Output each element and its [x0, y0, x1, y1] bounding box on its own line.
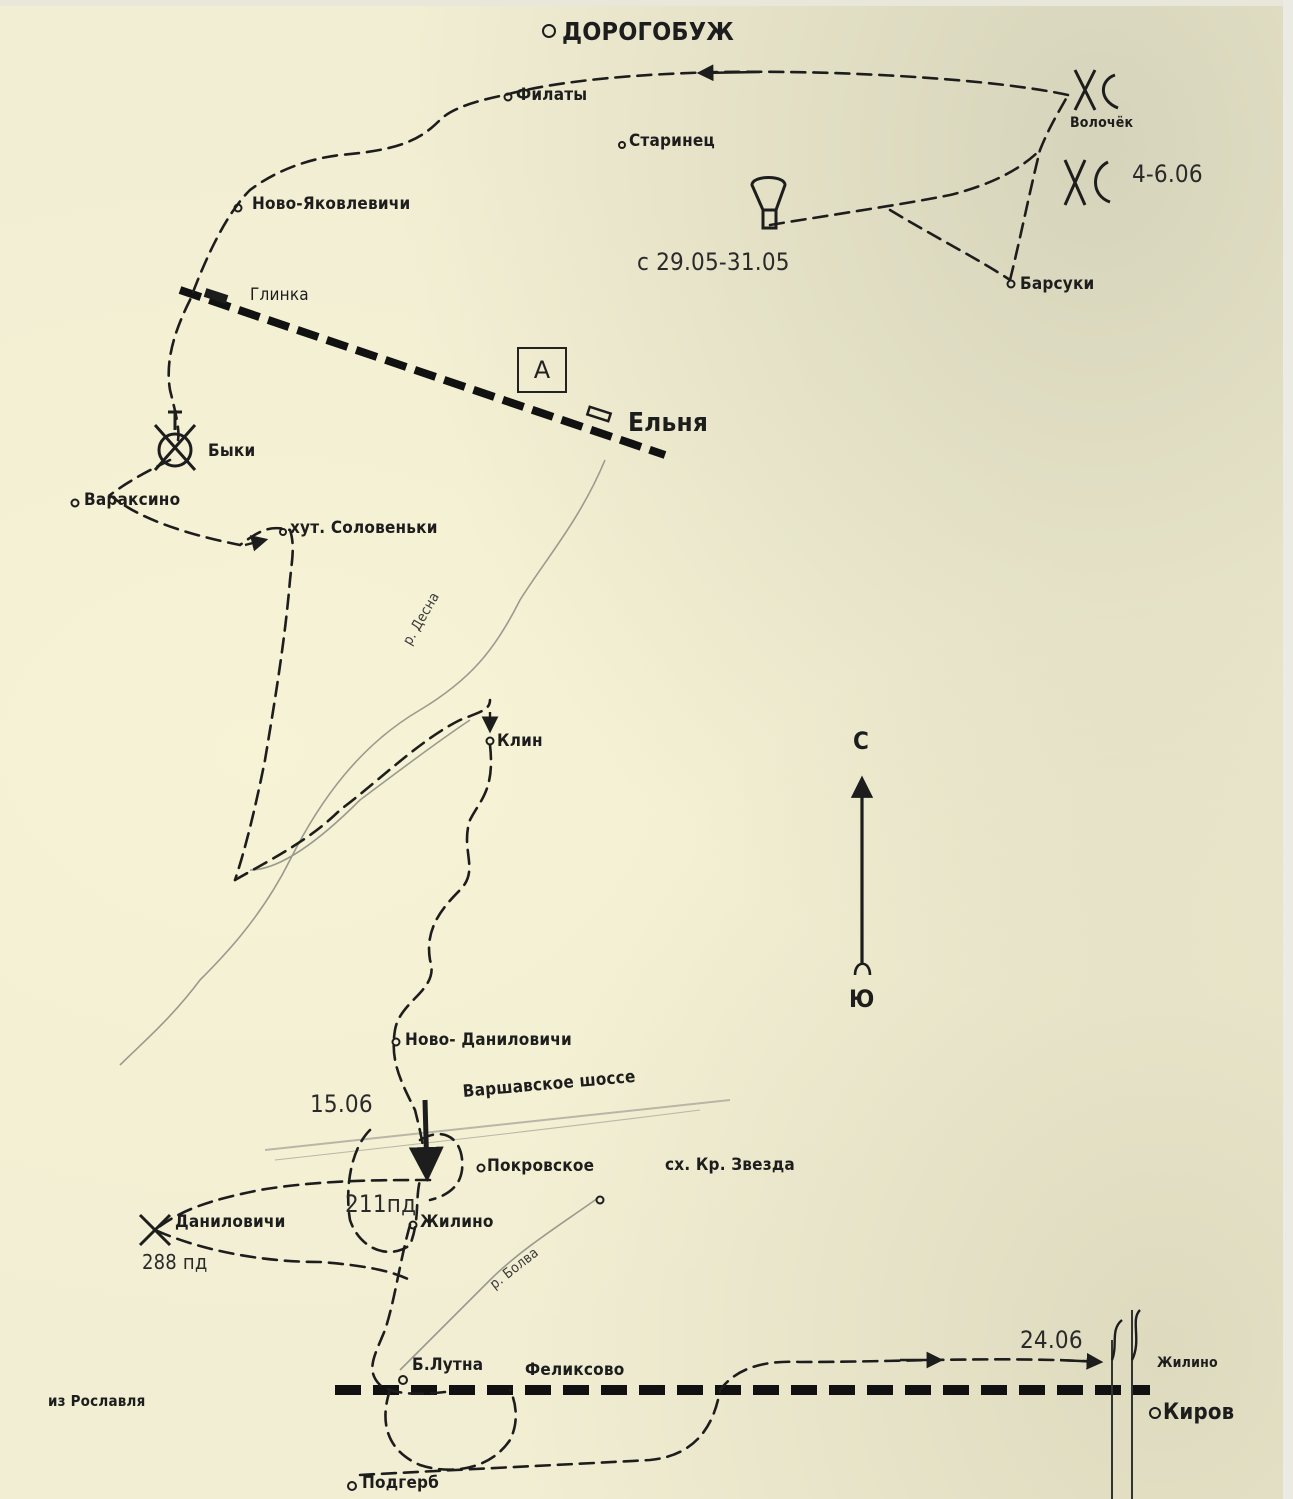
point-klin: [485, 736, 495, 746]
frame-right-edge: [1283, 0, 1293, 1499]
label-kirov: Киров: [1163, 1400, 1235, 1425]
label-zhilino: Жилино: [420, 1212, 494, 1232]
river-desna-loop: [249, 719, 471, 871]
label-podgerb: Подгерб: [362, 1473, 440, 1493]
label-feliksovo: Феликсово: [525, 1360, 625, 1380]
label-glinka: Глинка: [250, 285, 309, 305]
label-klin: Клин: [497, 731, 543, 751]
battle-danilovichi-icon: [138, 1213, 172, 1247]
label-starinets: Старинец: [629, 131, 715, 151]
river-desna-line: [119, 459, 606, 1066]
point-varaksino: [70, 498, 80, 508]
settlement-points: [70, 24, 1161, 1491]
battle-symbols: [138, 69, 1141, 1361]
label-compass-north: С: [853, 727, 870, 755]
station-glinka: [203, 288, 229, 304]
label-elnya: Ельня: [628, 408, 709, 438]
point-podgerb: [347, 1481, 357, 1491]
compass: [850, 775, 874, 976]
point-zhilino: [408, 1220, 418, 1230]
route-barsuki-volochek: [888, 208, 1012, 282]
route-podgerb-east: [358, 1358, 1102, 1477]
route-klin-south: [392, 743, 493, 1172]
arrow-filaty-west: [696, 64, 761, 82]
route-byki-solovenki: [107, 458, 295, 882]
point-kirov: [1149, 1407, 1161, 1419]
label-dorogobuzh: ДОРОГОБУЖ: [562, 17, 735, 46]
road-varshavskoe-2: [274, 1109, 701, 1161]
route-barsuki-north: [1008, 93, 1070, 282]
point-dorogobuzh: [542, 24, 556, 38]
station-marks: [203, 288, 613, 423]
point-filaty: [503, 92, 513, 102]
label-iz-roslavlya: из Рославля: [48, 1392, 146, 1410]
label-pokrovskoe: Покровское: [487, 1156, 595, 1176]
marker-box-a: А: [517, 347, 567, 393]
compass-tail: [853, 962, 872, 976]
label-novo-danilovichi: Ново- Даниловичи: [405, 1030, 572, 1050]
route-loop-klin: [233, 698, 492, 882]
label-danilovichi: Даниловичи: [175, 1212, 286, 1232]
route-lutna-loop: [384, 1388, 518, 1471]
label-date-24-06: 24.06: [1020, 1326, 1083, 1354]
point-novo-danilovichi: [391, 1037, 401, 1047]
route-zhilino-lutna: [371, 1223, 447, 1396]
routes: [107, 70, 1102, 1477]
battle-byki-icon: [153, 410, 197, 471]
route-arrows: [244, 64, 1104, 1370]
label-zhilino-east: Жилино: [1157, 1355, 1218, 1371]
label-novo-yakovlevichi: Ново-Яковлевичи: [252, 194, 411, 214]
label-288-division: 288 пд: [142, 1250, 208, 1274]
label-varaksino: Вараксино: [84, 490, 181, 510]
rivers: [119, 459, 606, 1371]
kirov-river-icon: [1110, 1309, 1141, 1361]
label-211-division: 211пд: [345, 1190, 417, 1218]
arrow-solovenki: [244, 535, 269, 552]
label-byki: Быки: [208, 441, 256, 461]
route-zhilino-danilovichi: [152, 1178, 432, 1282]
station-elnya: [585, 405, 613, 423]
balloon-icon: [750, 176, 787, 230]
point-b-lutna: [398, 1375, 408, 1385]
label-date-15-06: 15.06: [310, 1090, 373, 1118]
route-circle-211-b: [418, 1132, 464, 1202]
road-varshavskoe: [264, 1099, 731, 1151]
roads: [264, 1099, 731, 1161]
label-compass-south: Ю: [849, 985, 875, 1013]
arrow-kirov-east: [1059, 1352, 1104, 1370]
point-barsuki: [1006, 279, 1016, 289]
point-novo-yakovlevichi: [233, 203, 243, 213]
railway-glinka-elnya: [178, 286, 667, 459]
point-kr-zvezda: [595, 1195, 605, 1205]
point-solovenki: [279, 528, 287, 536]
label-volochek: Волочёк: [1070, 115, 1134, 131]
label-b-lutna: Б.Лутна: [412, 1355, 484, 1375]
arrow-1506-thick: [408, 1099, 444, 1182]
battle-volochek-bottom-icon: [1063, 159, 1111, 206]
label-date-4-6: 4-6.06: [1132, 160, 1203, 188]
route-balloon-volochek: [768, 148, 1042, 227]
label-date-29-05: с 29.05-31.05: [637, 248, 790, 276]
label-kr-zvezda: сх. Кр. Звезда: [665, 1155, 795, 1175]
battle-volochek-top-icon: [1073, 69, 1119, 111]
label-barsuki: Барсуки: [1020, 274, 1095, 294]
label-solovenki: хут. Соловеньки: [290, 518, 438, 538]
railways: [178, 286, 1150, 1499]
route-circle-211: [346, 1128, 422, 1254]
frame-top-edge: [0, 0, 1293, 6]
route-north-loop: [167, 70, 1070, 442]
point-starinets: [618, 141, 626, 149]
river-lower-line: [399, 1197, 599, 1371]
label-filaty: Филаты: [516, 85, 588, 105]
point-pokrovskoe: [476, 1163, 486, 1173]
